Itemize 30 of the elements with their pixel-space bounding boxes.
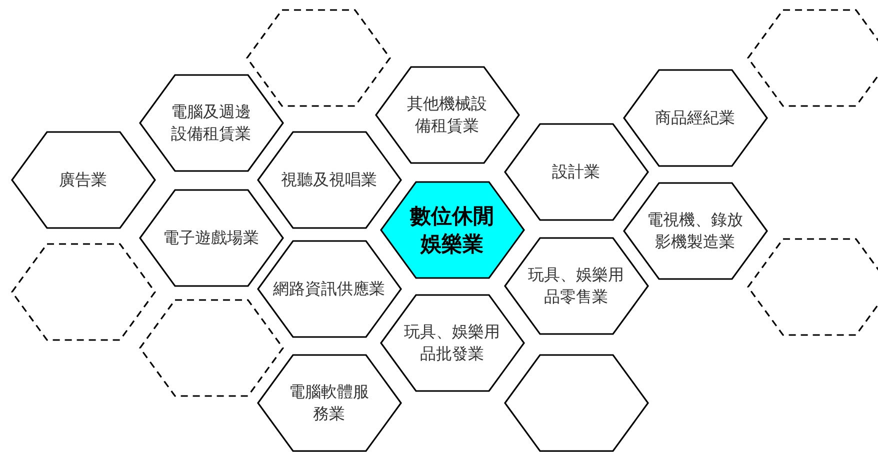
hexagon <box>256 354 402 452</box>
hexagon <box>374 66 520 164</box>
hexagon <box>138 74 284 172</box>
industry-label: 玩具、娛樂用品零售業 <box>528 264 624 308</box>
hexagon <box>504 123 648 221</box>
placeholder-hexagon <box>746 238 878 336</box>
industry-label: 設計業 <box>552 161 600 183</box>
hexagon <box>504 354 648 452</box>
hexagon <box>10 131 156 229</box>
industry-label: 電視機、錄放影機製造業 <box>647 209 743 253</box>
hexagon <box>622 182 768 280</box>
hexagon <box>256 240 402 338</box>
industry-label: 電子遊戲場業 <box>163 227 259 249</box>
hexagon <box>256 131 402 229</box>
hexagon <box>380 181 524 279</box>
industry-label: 商品經紀業 <box>655 107 735 129</box>
hexagon <box>380 294 524 392</box>
industry-label: 數位休閒娛樂業 <box>410 203 494 258</box>
industry-label: 其他機械設備租賃業 <box>407 93 487 137</box>
hexagon <box>504 237 648 335</box>
industry-label: 網路資訊供應業 <box>273 278 385 300</box>
placeholder-hexagon <box>746 9 878 107</box>
industry-label: 電腦及週邊設備租賃業 <box>171 101 251 145</box>
placeholder-hexagon <box>138 299 284 397</box>
industry-label: 廣告業 <box>59 169 107 191</box>
hexagon <box>622 69 768 167</box>
industry-label: 視聽及視唱業 <box>281 169 377 191</box>
placeholder-hexagon <box>10 243 156 341</box>
industry-label: 電腦軟體服務業 <box>289 381 369 425</box>
industry-label: 玩具、娛樂用品批發業 <box>404 321 500 365</box>
